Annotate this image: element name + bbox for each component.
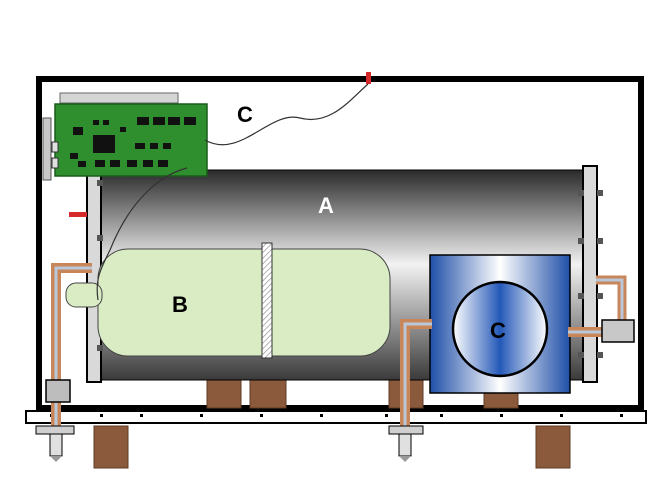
probe-tip [69,212,87,217]
left-pipe [51,263,92,432]
board-bracket [42,117,52,181]
right-flange [582,165,598,383]
base-rail [25,410,647,424]
bag-neck [65,282,103,308]
board-connectors [51,141,59,169]
right-pipe [568,275,627,337]
bag-clamp [261,242,273,359]
bag-b [97,248,391,357]
middle-pipe [400,319,432,440]
left-fitting [35,425,75,462]
antenna-wire [204,83,369,146]
antenna-tip [366,72,371,84]
disc [451,280,549,378]
middle-fitting [388,425,424,462]
board-chips [70,117,196,167]
right-flange-bolts [578,190,603,358]
label-bag-b: B [172,292,188,317]
label-circuit-board-c: C [237,102,253,127]
left-valve [45,379,71,403]
probe-wire [96,167,188,301]
wood-supports [93,355,571,469]
board-backplate [59,92,179,104]
label-cylinder-a: A [318,193,334,218]
label-box-c: C [490,318,506,343]
right-valve [601,319,635,343]
